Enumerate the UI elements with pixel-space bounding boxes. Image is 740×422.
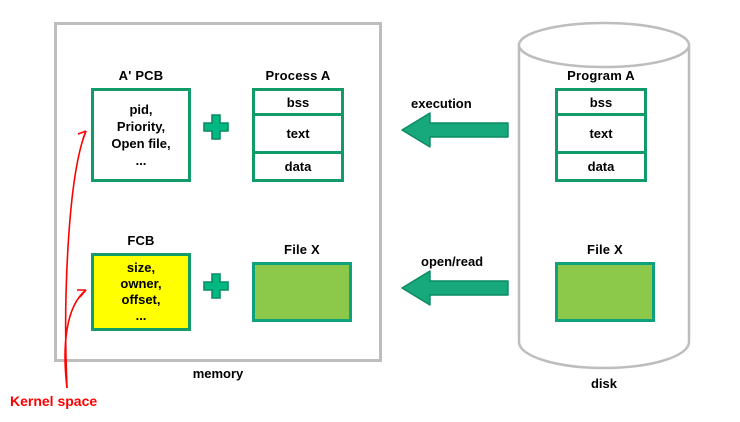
process-segment-text: text — [255, 116, 341, 154]
file-x-memory-caption: File X — [284, 242, 320, 257]
fcb-caption: FCB — [127, 233, 155, 248]
program-a-box: bss text data — [555, 88, 647, 182]
fcb-line: owner, — [120, 276, 162, 291]
fcb-line: ... — [135, 308, 147, 323]
process-segment-bss: bss — [255, 91, 341, 116]
pcb-line: pid, — [129, 102, 153, 117]
pcb-caption: A' PCB — [118, 68, 164, 83]
program-a-caption: Program A — [567, 68, 635, 83]
open-read-arrow — [400, 268, 510, 308]
kernel-space-label: Kernel space — [10, 393, 98, 409]
pcb-line: Open file, — [111, 136, 171, 151]
file-x-disk-rect — [555, 262, 655, 322]
plus-icon — [202, 272, 230, 300]
program-segment-data: data — [587, 159, 615, 174]
open-read-arrow-label: open/read — [421, 254, 484, 269]
fcb-line: offset, — [121, 292, 161, 307]
program-segment-bss: bss — [558, 91, 644, 116]
plus-icon — [202, 113, 230, 141]
file-x-memory-rect — [252, 262, 352, 322]
program-segment-text: text — [558, 116, 644, 154]
pcb-line: ... — [135, 153, 147, 168]
fcb-line: size, — [126, 260, 156, 275]
execution-arrow-label: execution — [411, 96, 472, 111]
process-segment-data: data — [284, 159, 312, 174]
memory-label: memory — [192, 366, 244, 381]
execution-arrow — [400, 110, 510, 150]
disk-label: disk — [590, 376, 617, 391]
file-x-disk-caption: File X — [587, 242, 623, 257]
fcb-box: size, owner, offset, ... — [91, 253, 191, 331]
process-a-caption: Process A — [265, 68, 331, 83]
process-a-box: bss text data — [252, 88, 344, 182]
pcb-box: pid, Priority, Open file, ... — [91, 88, 191, 182]
pcb-line: Priority, — [116, 119, 166, 134]
